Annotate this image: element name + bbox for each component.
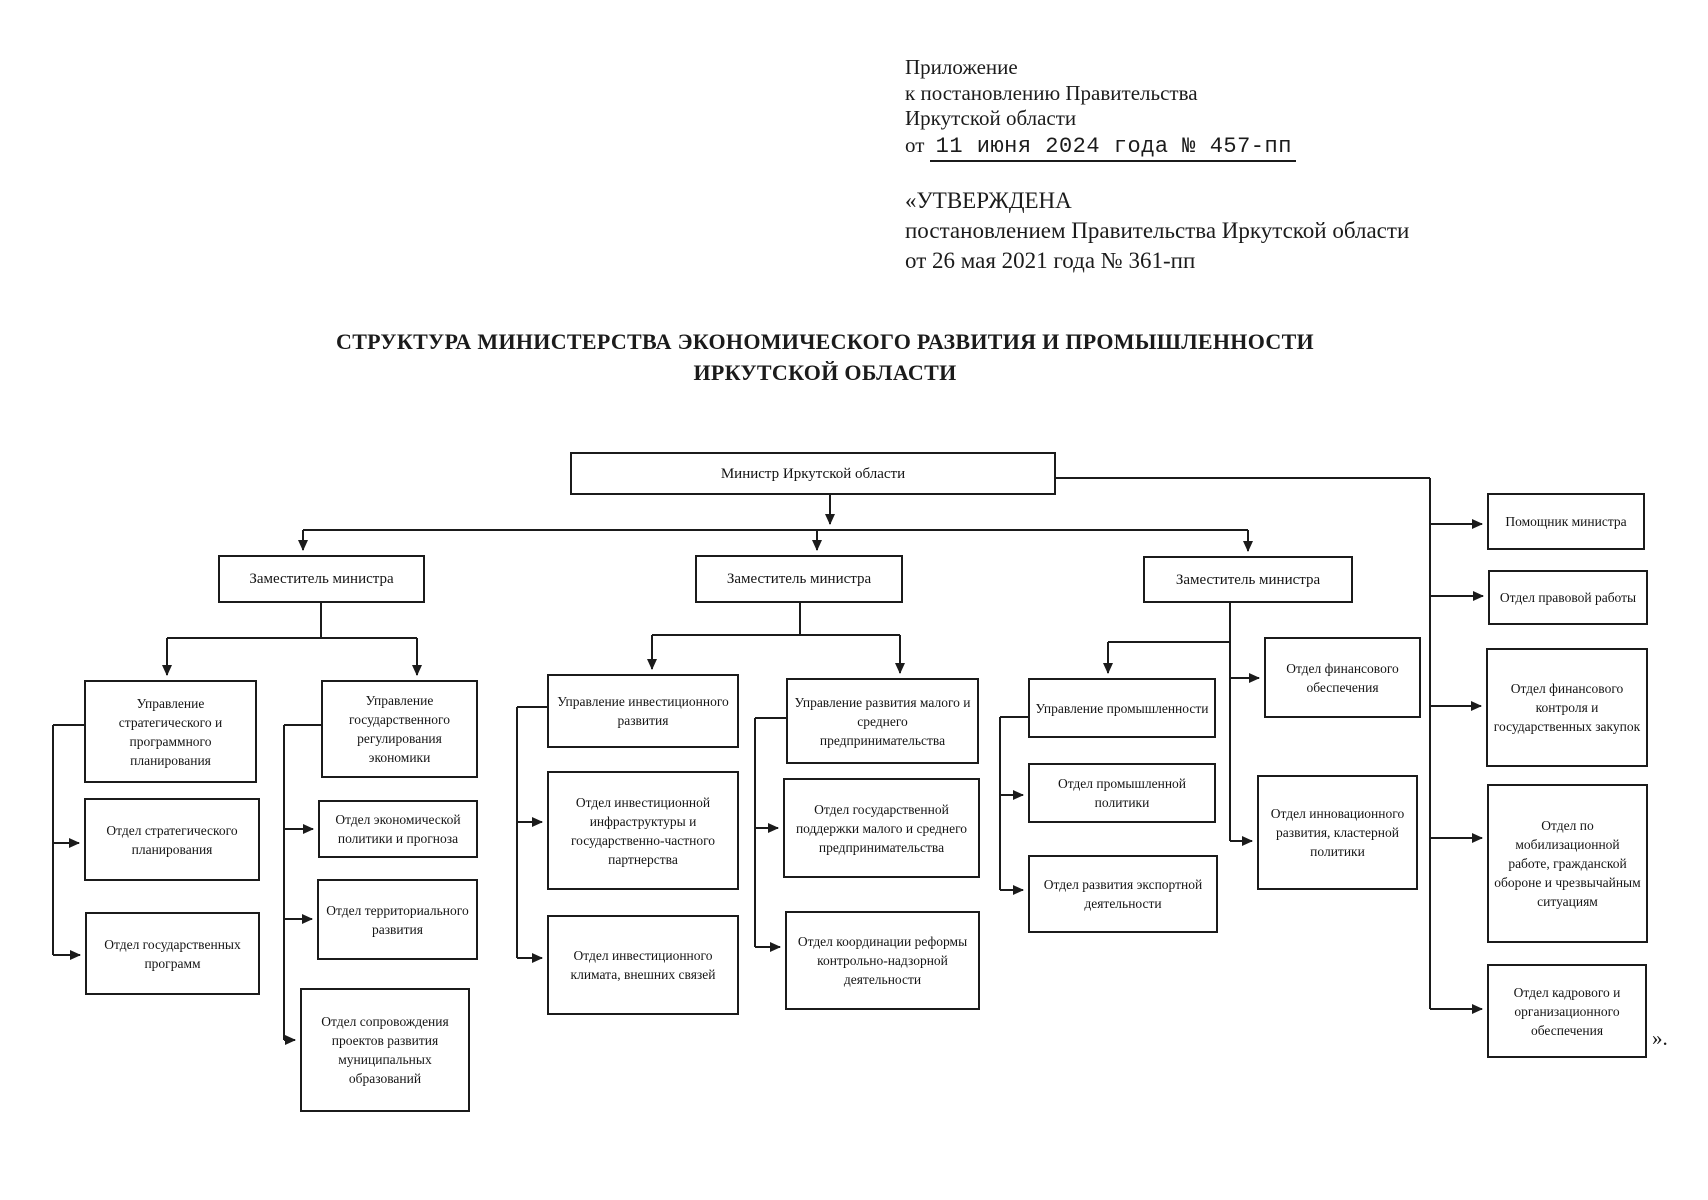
org-node-state-regulation-directorate: Управление государственного регулировани… — [321, 680, 478, 778]
org-node-industrial-policy-dept: Отдел промышленной политики — [1028, 763, 1216, 823]
page-title-line: СТРУКТУРА МИНИСТЕРСТВА ЭКОНОМИЧЕСКОГО РА… — [336, 329, 1314, 354]
org-node-legal-dept: Отдел правовой работы — [1488, 570, 1648, 625]
org-node-financial-support-dept: Отдел финансового обеспечения — [1264, 637, 1421, 718]
org-node-investment-infrastructure-dept: Отдел инвестиционной инфраструктуры и го… — [547, 771, 739, 890]
org-node-state-programs-dept: Отдел государственных программ — [85, 912, 260, 995]
approved-line: от 26 мая 2021 года № 361-пп — [905, 248, 1196, 273]
org-node-hr-dept: Отдел кадрового и организационного обесп… — [1487, 964, 1647, 1058]
annex-date-value: 11 июня 2024 года № 457-пп — [929, 133, 1296, 162]
approved-line: «УТВЕРЖДЕНА — [905, 188, 1072, 213]
approved-block: «УТВЕРЖДЕНА постановлением Правительства… — [905, 186, 1409, 276]
org-node-export-development-dept: Отдел развития экспортной деятельности — [1028, 855, 1218, 933]
org-node-sme-support-dept: Отдел государственной поддержки малого и… — [783, 778, 980, 878]
org-node-deputy-3: Заместитель министра — [1143, 556, 1353, 603]
org-node-sme-directorate: Управление развития малого и среднего пр… — [786, 678, 979, 764]
annex-date-prefix: от — [905, 132, 925, 157]
org-node-control-reform-dept: Отдел координации реформы контрольно-над… — [785, 911, 980, 1010]
approved-line: постановлением Правительства Иркутской о… — [905, 218, 1410, 243]
page-title: СТРУКТУРА МИНИСТЕРСТВА ЭКОНОМИЧЕСКОГО РА… — [120, 326, 1530, 388]
annex-line: Приложение — [905, 55, 1018, 79]
org-node-minister: Министр Иркутской области — [570, 452, 1056, 495]
annex-line: Иркутской области — [905, 106, 1077, 130]
org-node-innovation-dept: Отдел инновационного развития, кластерно… — [1257, 775, 1418, 890]
org-node-municipal-projects-dept: Отдел сопровождения проектов развития му… — [300, 988, 470, 1112]
org-node-deputy-2: Заместитель министра — [695, 555, 903, 603]
annex-date-line: от 11 июня 2024 года № 457-пп — [905, 132, 1296, 162]
org-node-mobilization-dept: Отдел по мобилизационной работе, граждан… — [1487, 784, 1648, 943]
org-node-deputy-1: Заместитель министра — [218, 555, 425, 603]
annex-line: к постановлению Правительства — [905, 80, 1198, 105]
org-node-industry-directorate: Управление промышленности — [1028, 678, 1216, 738]
org-node-minister-assistant: Помощник министра — [1487, 493, 1645, 550]
page-title-line: ИРКУТСКОЙ ОБЛАСТИ — [693, 360, 957, 385]
org-node-economic-policy-dept: Отдел экономической политики и прогноза — [318, 800, 478, 858]
org-node-strategic-planning-dept: Отдел стратегического планирования — [84, 798, 260, 881]
org-node-investment-climate-dept: Отдел инвестиционного климата, внешних с… — [547, 915, 739, 1015]
annex-block: Приложение к постановлению Правительства… — [905, 55, 1296, 162]
org-node-investment-directorate: Управление инвестиционного развития — [547, 674, 739, 748]
org-node-fin-control-dept: Отдел финансового контроля и государстве… — [1486, 648, 1648, 767]
closing-quote-mark: ». — [1652, 1026, 1668, 1050]
org-node-strategic-directorate: Управление стратегического и программног… — [84, 680, 257, 783]
org-node-territorial-dept: Отдел территориального развития — [317, 879, 478, 960]
